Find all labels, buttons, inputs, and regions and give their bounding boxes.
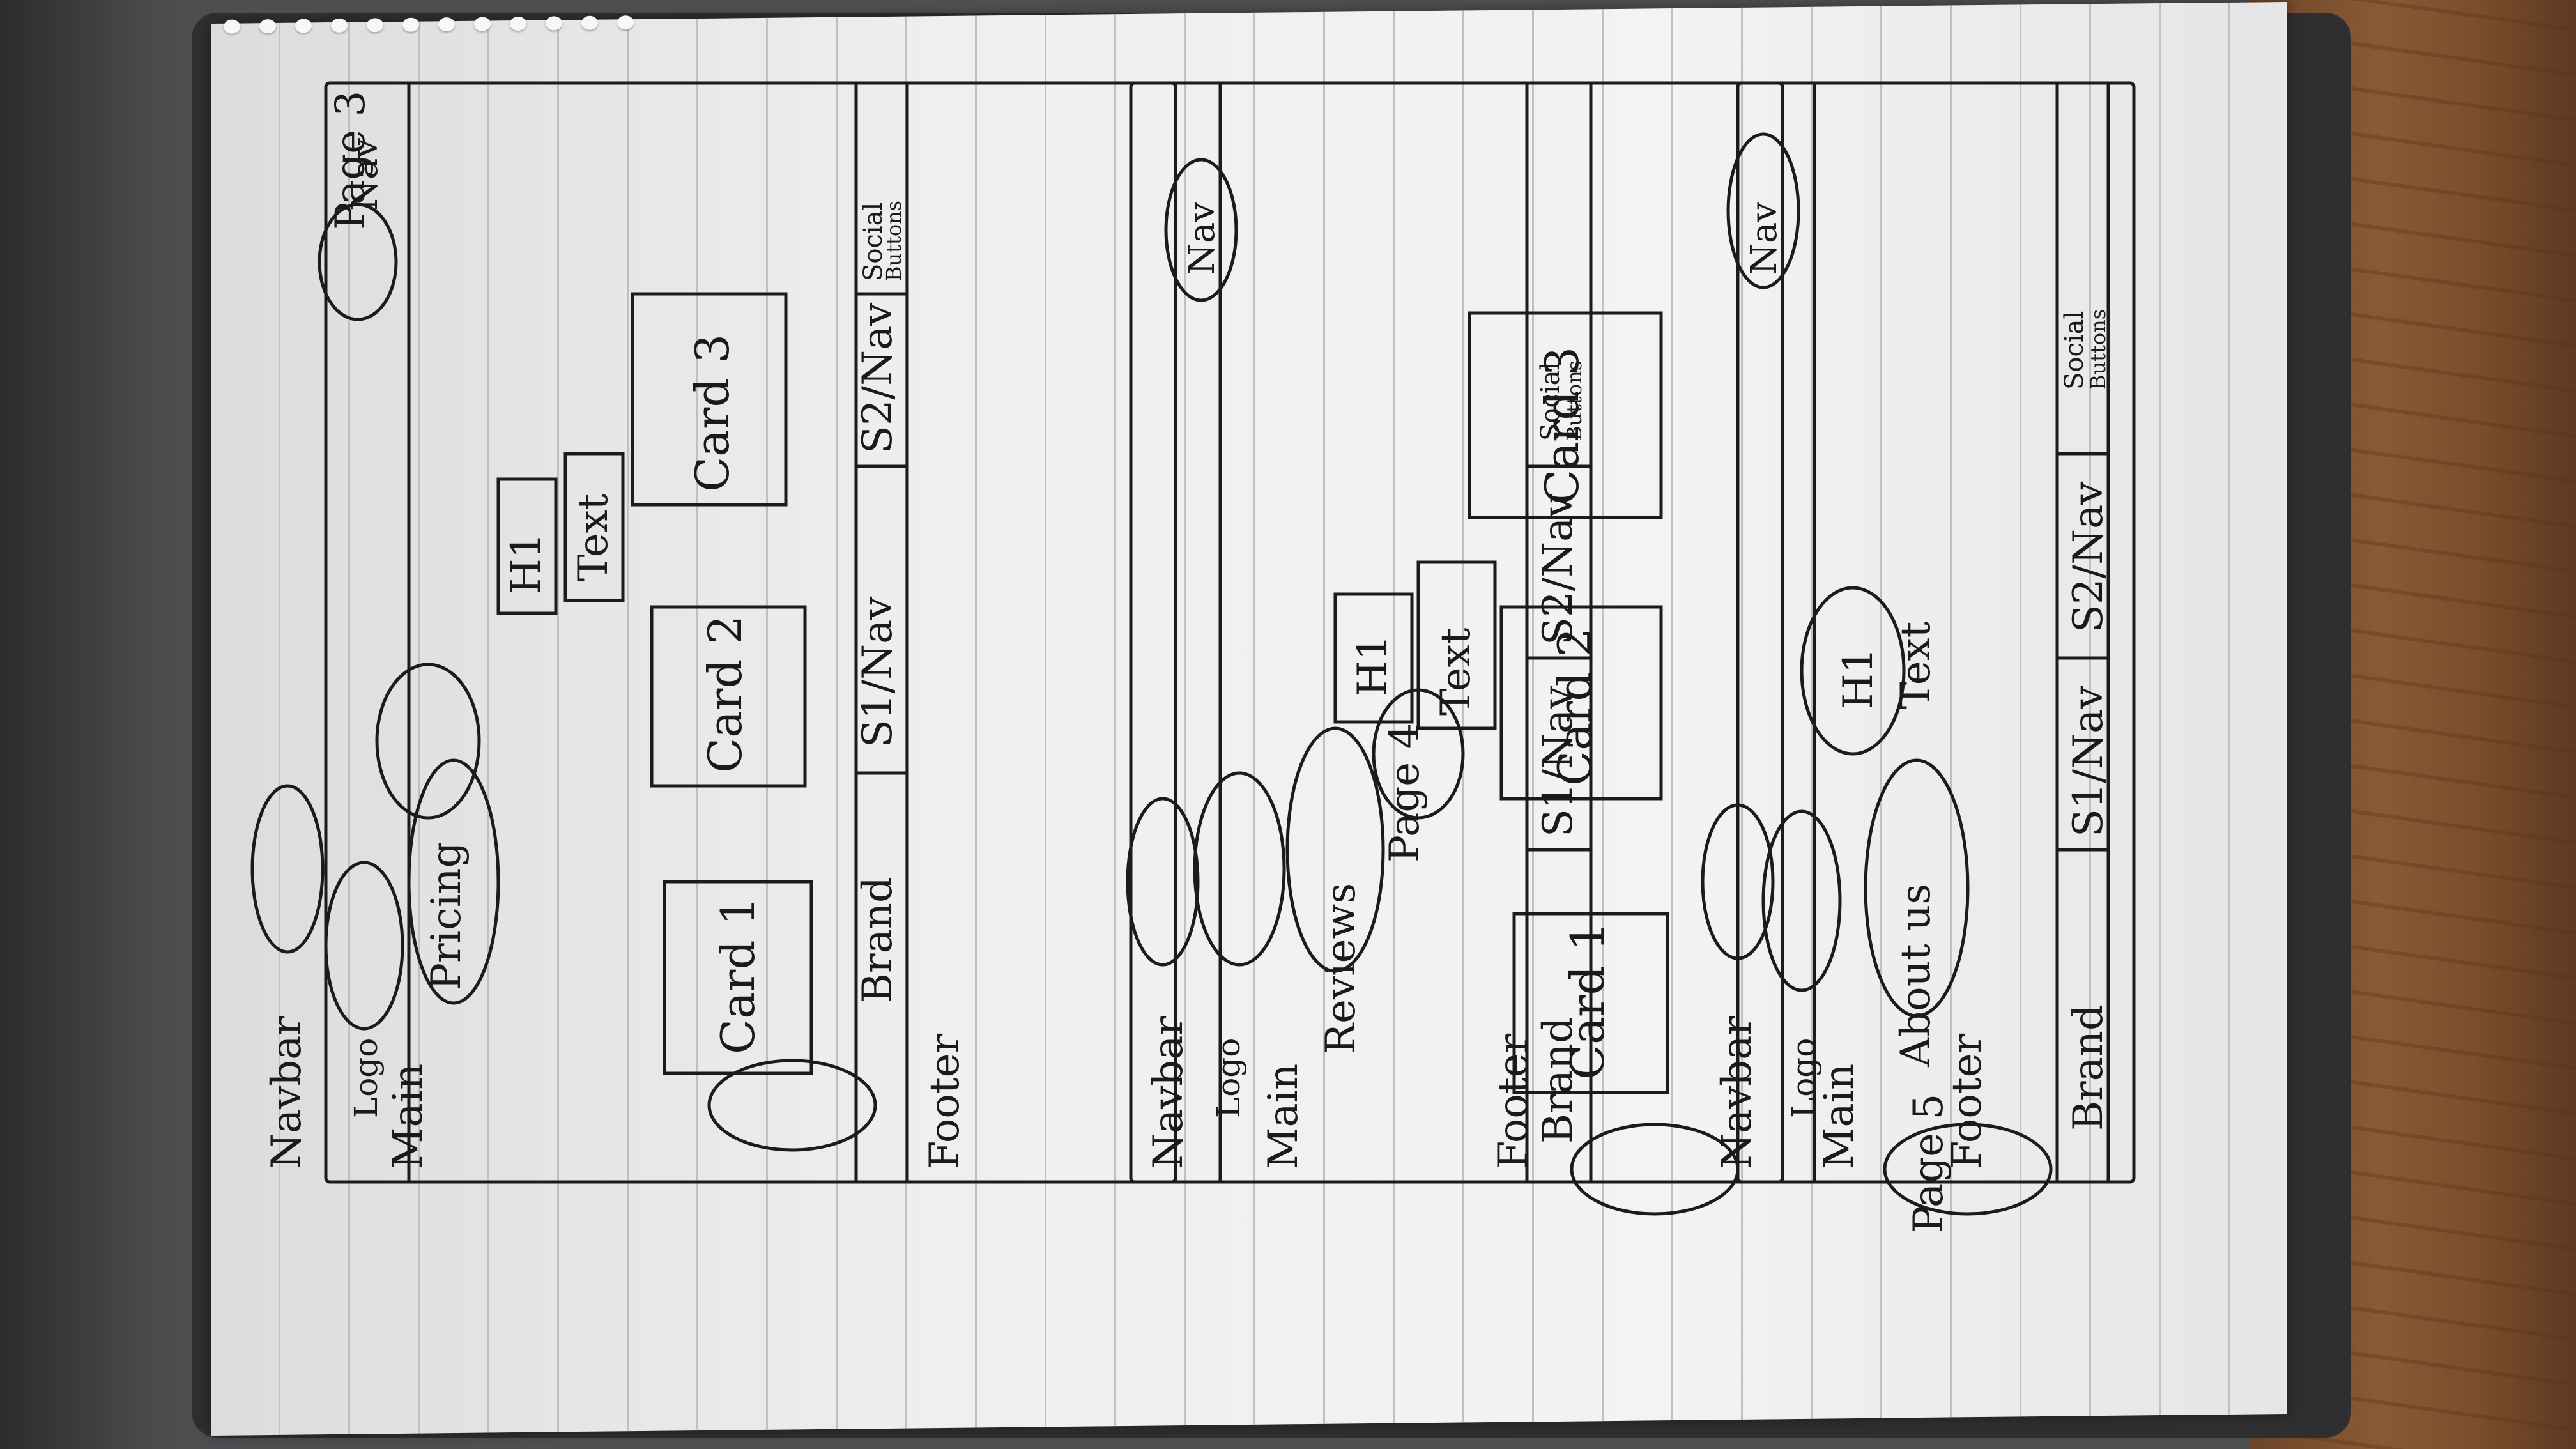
page-3-footer-s2: S2/Nav [854,303,901,454]
page-4-wireframe [1126,81,1784,1216]
page-3-wireframe [250,81,1177,1184]
page-5-title: Page 5 [1905,1094,1952,1233]
page-4-footer-s2: S2/Nav [1535,494,1582,645]
page-4-nav: Nav [1181,202,1223,275]
page-4-footer-brand: Brand [1535,1017,1582,1144]
page-5-nav: Nav [1744,202,1785,275]
page-4-card-2: Card 2 [1548,628,1602,786]
page-4-title: Page 4 [1381,723,1429,862]
page-4-h1: H1 [1349,634,1397,696]
page-3-card-2: Card 2 [698,615,752,773]
page-3-title: Page 3 [327,91,374,230]
page-4-footer-s1: S1/Nav [1535,686,1582,837]
page-5-logo: Logo [1785,1038,1822,1118]
page-3-card-1: Card 1 [711,896,765,1054]
page-3-labels: Page 3 Navbar Main Footer Logo Nav Prici… [263,91,969,1169]
page-4-text: Text [1432,627,1480,716]
page-3-nav: Nav [344,138,386,211]
page-5-footer-label: Footer [1943,1033,1991,1169]
page-4-card-3: Card 3 [1535,347,1589,505]
page-4-card-1: Card 1 [1561,922,1614,1080]
page-3-footer-s1: S1/Nav [854,597,901,747]
page-3-footer-label: Footer [921,1033,969,1169]
page-4-footer-label: Footer [1490,1033,1537,1169]
page-4-footer-social: Social [1536,362,1565,441]
page-4-main-label: Main [1260,1064,1307,1169]
page-3-h1: H1 [503,532,550,594]
page-5-main-label: Main [1816,1064,1863,1169]
page-3-text: Text [570,493,617,581]
page-5-footer-social: Social [2060,311,2089,390]
page-4-logo: Logo [1210,1038,1247,1118]
page-3-footer-brand: Brand [854,877,901,1003]
page-5-footer-s2: S2/Nav [2065,482,2112,632]
page-5-navbar-label: Navbar [1713,1016,1761,1169]
page-3-heading: Pricing [423,841,470,990]
page-3-logo: Logo [348,1038,385,1118]
page-5-labels: Page 5 Navbar Main Footer Logo Nav About… [1713,202,2112,1233]
page-5-footer-buttons: Buttons [2086,309,2110,390]
page-3-footer-buttons: Buttons [882,201,906,281]
page-3-navbar-label: Navbar [263,1016,310,1169]
page-5-heading: About us [1892,884,1940,1068]
page-5-footer-brand: Brand [2065,1004,2112,1131]
page-4-footer-buttons: Buttons [1562,360,1586,441]
page-3-footer-social: Social [859,203,888,281]
page-3-card-3: Card 3 [686,334,739,492]
page-5-wireframe [1701,81,2136,1216]
page-5-footer-s1: S1/Nav [2065,686,2112,837]
page-5-text: Text [1892,621,1940,709]
page-4-labels: Page 4 Navbar Main Footer Logo Nav Revie… [1145,202,1614,1169]
wireframe-sketch: Page 3 Navbar Main Footer Logo Nav Prici… [250,81,2136,1233]
page-3-main-label: Main [385,1064,432,1169]
page-4-navbar-label: Navbar [1145,1016,1192,1169]
page-5-h1: H1 [1835,647,1882,709]
page-4-heading: Reviews [1317,883,1365,1054]
